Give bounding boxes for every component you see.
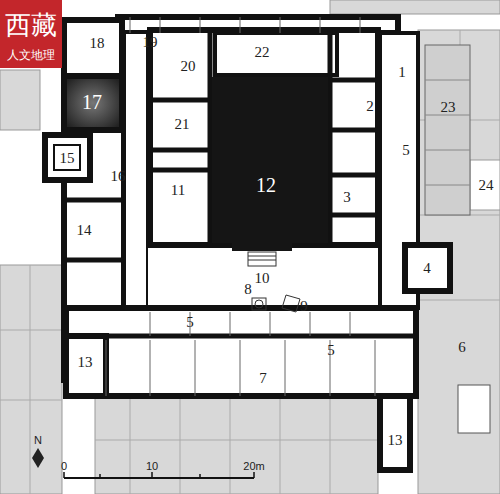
callout-number: 20	[181, 59, 196, 74]
scale-label: 0	[61, 461, 67, 472]
callout-number: 7	[259, 371, 267, 386]
watermark: 西藏	[5, 12, 57, 38]
scale-label: 10	[146, 461, 158, 472]
callout-number: 21	[175, 117, 190, 132]
callout-number: 24	[479, 178, 494, 193]
callout-number: 16	[111, 169, 126, 184]
callout-number: 1	[398, 65, 406, 80]
callout-number: 13	[78, 355, 93, 370]
callout-number: 5	[327, 343, 335, 358]
watermark: 人文地理	[7, 49, 55, 61]
callout-number: 8	[244, 282, 252, 297]
callout-number: 2	[366, 99, 374, 114]
callout-number: 9	[300, 299, 308, 314]
callout-number: 5	[186, 315, 194, 330]
scale-label: 20m	[243, 461, 264, 472]
callout-number: 11	[171, 183, 185, 198]
callout-number: 10	[255, 271, 270, 286]
callout-number: 12	[256, 175, 276, 195]
scale-label: N	[34, 435, 42, 446]
callout-number: 22	[255, 45, 270, 60]
callout-number: 17	[82, 92, 102, 112]
callout-number: 5	[402, 143, 410, 158]
callout-number: 3	[343, 190, 351, 205]
callout-number: 6	[458, 340, 466, 355]
callout-number: 15	[60, 151, 75, 166]
callout-number: 14	[77, 223, 92, 238]
callout-number: 13	[388, 433, 403, 448]
callout-number: 18	[90, 36, 105, 51]
callout-number: 4	[423, 261, 431, 276]
callout-number: 23	[441, 100, 456, 115]
callout-number: 19	[143, 35, 158, 50]
